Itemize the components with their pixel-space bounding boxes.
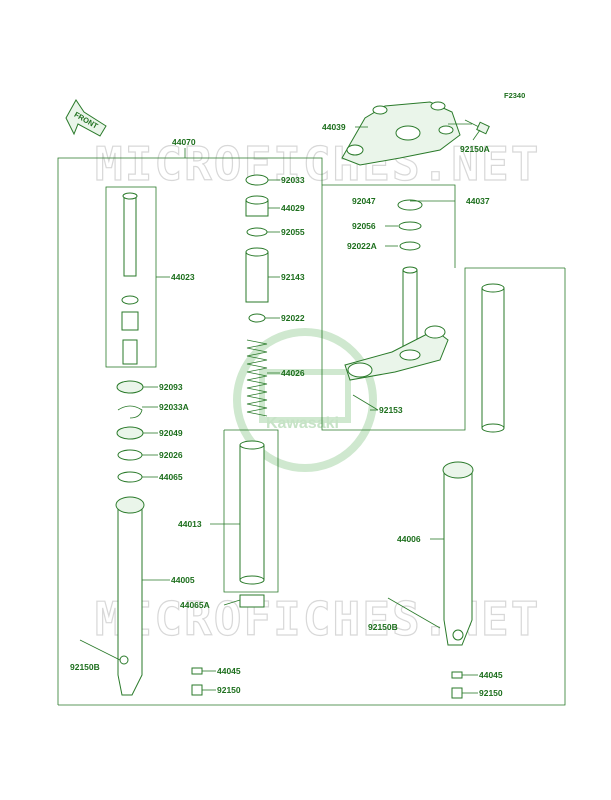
label-44005: 44005 <box>171 575 195 585</box>
label-44070: 44070 <box>172 137 196 147</box>
label-92033A: 92033A <box>159 402 189 412</box>
label-44045-left: 44045 <box>217 666 241 676</box>
watermark-top: MICROFICHES.NET <box>95 137 540 191</box>
label-92033: 92033 <box>281 175 305 185</box>
steering-stem <box>344 199 449 411</box>
part-labels: 44070 44039 92150A 92033 44029 92055 440… <box>70 122 503 698</box>
label-92150A: 92150A <box>460 144 490 154</box>
label-92150-right: 92150 <box>479 688 503 698</box>
front-arrow-icon: FRONT <box>65 99 107 137</box>
spring-parts <box>239 174 269 608</box>
label-92047: 92047 <box>352 196 376 206</box>
label-44065A: 44065A <box>180 600 210 610</box>
right-inner-tube <box>481 283 505 433</box>
brand-watermark-text: Kawasaki <box>266 415 339 432</box>
label-44006: 44006 <box>397 534 421 544</box>
label-92143: 92143 <box>281 272 305 282</box>
brand-logo-watermark: Kawasaki <box>233 328 377 472</box>
seal-parts <box>116 380 144 483</box>
label-44026: 44026 <box>281 368 305 378</box>
bolt-92150A <box>464 119 490 135</box>
diagram-id: F2340 <box>504 91 525 100</box>
label-92150-left: 92150 <box>217 685 241 695</box>
label-44029: 44029 <box>281 203 305 213</box>
label-92055: 92055 <box>281 227 305 237</box>
label-44037: 44037 <box>466 196 490 206</box>
upper-triple-clamp <box>341 101 472 166</box>
label-92093: 92093 <box>159 382 183 392</box>
label-92056: 92056 <box>352 221 376 231</box>
label-92022A: 92022A <box>347 241 377 251</box>
watermark-bottom: MICROFICHES.NET <box>95 592 540 646</box>
label-92022: 92022 <box>281 313 305 323</box>
damper-rod-assembly <box>121 192 139 365</box>
label-44023: 44023 <box>171 272 195 282</box>
label-92026: 92026 <box>159 450 183 460</box>
label-44045-right: 44045 <box>479 670 503 680</box>
label-92153: 92153 <box>379 405 403 415</box>
leader-lines <box>142 126 481 694</box>
assembly-frames <box>57 157 566 706</box>
right-outer-tube <box>387 461 474 699</box>
label-44065: 44065 <box>159 472 183 482</box>
label-92150B-left: 92150B <box>70 662 100 672</box>
label-92049: 92049 <box>159 428 183 438</box>
label-44039: 44039 <box>322 122 346 132</box>
label-92150B-right: 92150B <box>368 622 398 632</box>
left-outer-tube <box>79 496 203 696</box>
label-44013: 44013 <box>178 519 202 529</box>
